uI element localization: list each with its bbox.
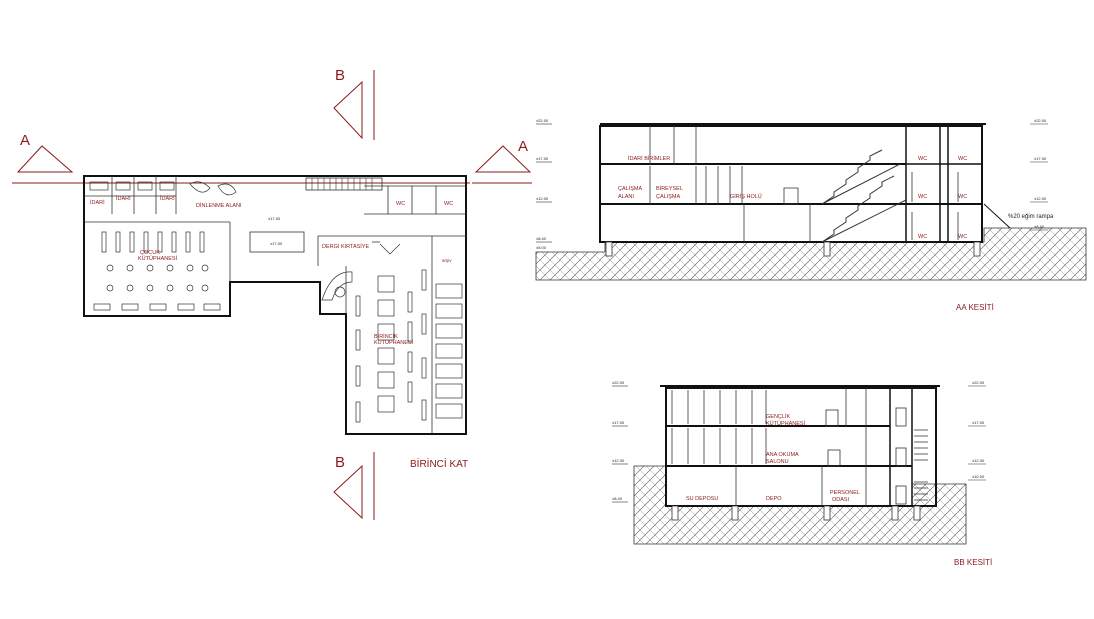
reception-desk	[249, 231, 305, 253]
bb-label-genclik: GENÇLİK	[766, 413, 790, 420]
bb-level-left: ±12.00	[612, 458, 625, 463]
aa-level-left: ±22.00	[536, 118, 549, 123]
aa-level-left: ±12.00	[536, 196, 549, 201]
bb-label-genclik-2: KÜTÜPHANESİ	[766, 420, 806, 427]
plan-stairs	[305, 177, 383, 191]
section-marker-b-top	[333, 80, 363, 140]
aa-level-right: ±12.00	[1034, 196, 1047, 201]
room-label-dergi: DERGİ KIRTASİYE	[322, 243, 370, 250]
room-label-idari-3: İDARİ	[160, 195, 175, 202]
floor-plan: A A B B ±17.00 ±17.00	[12, 67, 532, 520]
bb-label-anaokuma-2: SALONU	[766, 459, 789, 465]
aa-label-bireysel: BİREYSEL	[656, 185, 683, 192]
room-label-idari-2: İDARİ	[116, 195, 131, 202]
children-library-furniture	[93, 231, 221, 311]
bb-level-right: ±17.00	[972, 420, 985, 425]
plan-title: BİRİNCİ KAT	[410, 457, 468, 470]
room-label-cocuk: ÇOCUK	[140, 250, 160, 256]
aa-ground	[535, 227, 1087, 281]
section-marker-a-right-label: A	[518, 138, 528, 155]
bb-level-left: ±8.40	[612, 496, 623, 501]
aa-label-calisma: ÇALIŞMA	[618, 186, 642, 192]
section-marker-b-bottom-label: B	[335, 454, 345, 471]
aa-label-idari: İDARİ BİRİMLER	[628, 155, 670, 162]
aa-label-giris: GİRİŞ HOLÜ	[730, 193, 762, 200]
aa-building	[599, 125, 983, 243]
aa-label-bireysel-2: ÇALIŞMA	[656, 194, 680, 200]
room-label-kitap-2: KÜTÜPHANESİ	[374, 339, 414, 346]
aa-label-wc-bot-1: WC	[918, 234, 927, 240]
bb-label-personel-2: ODASI	[832, 497, 850, 503]
room-label-idari-1: İDARİ	[90, 199, 105, 206]
bb-level-right: ±12.00	[972, 458, 985, 463]
bb-level-left: ±22.00	[612, 380, 625, 385]
section-marker-a-left	[16, 145, 74, 173]
section-aa: İDARİ BİRİMLER ÇALIŞMA ALANI BİREYSEL ÇA…	[535, 118, 1087, 312]
aa-level-left: ±17.00	[536, 156, 549, 161]
aa-level-right: ±8.40	[1034, 224, 1045, 229]
room-label-kitap: BİRİNCİK	[374, 333, 398, 340]
aa-label-rampa: %20 eğim rampa	[1008, 214, 1054, 220]
aa-label-wc-mid-2: WC	[958, 194, 967, 200]
section-marker-a-left-label: A	[20, 132, 30, 149]
room-label-dinlenme: DİNLENME ALANI	[196, 202, 242, 209]
aa-level-left: ±8.40	[536, 236, 547, 241]
plan-level-lower: ±17.00	[270, 241, 283, 246]
bb-level-markers-right: ±22.00 ±17.00 ±12.00 ±10.00	[968, 380, 986, 481]
section-marker-a-right	[474, 145, 532, 173]
room-label-wc-1: WC	[396, 201, 405, 207]
aa-label-wc-bot-2: WC	[958, 234, 967, 240]
aa-title: AA KESİTİ	[956, 303, 994, 312]
section-bb: GENÇLİK KÜTÜPHANESİ ANA OKUMA SALONU SU …	[612, 380, 992, 567]
aa-level-right: ±22.00	[1034, 118, 1047, 123]
bb-label-anaokuma: ANA OKUMA	[766, 452, 799, 458]
aa-label-calisma-2: ALANI	[618, 194, 634, 200]
section-marker-b-top-label: B	[335, 67, 345, 84]
bb-label-personel: PERSONEL	[830, 490, 860, 496]
room-label-cocuk-2: KÜTÜPHANESİ	[138, 255, 178, 262]
room-label-wc-2: WC	[444, 201, 453, 207]
bb-level-markers-left: ±22.00 ±17.00 ±12.00 ±8.40	[612, 380, 628, 503]
plan-outer-wall	[83, 175, 467, 435]
aa-label-wc-top-2: WC	[958, 156, 967, 162]
aa-level-markers-left: ±22.00 ±17.00 ±12.00 ±8.40 ±5.00	[536, 118, 552, 250]
aa-label-wc-mid-1: WC	[918, 194, 927, 200]
bb-level-right: ±10.00	[972, 474, 985, 479]
aa-label-wc-top-1: WC	[918, 156, 927, 162]
aa-level-left: ±5.00	[536, 245, 547, 250]
office-furniture	[89, 181, 237, 196]
section-marker-b-bottom	[333, 464, 363, 520]
bb-level-left: ±17.00	[612, 420, 625, 425]
bb-building	[665, 387, 937, 507]
aa-level-markers-right: ±22.00 ±17.00 ±12.00 ±8.40	[1030, 118, 1048, 231]
aa-level-right: ±17.00	[1034, 156, 1047, 161]
bb-label-depo: DEPO	[766, 496, 782, 502]
bb-title: BB KESİTİ	[954, 558, 992, 567]
reading-lounge	[321, 271, 353, 301]
bb-level-right: ±22.00	[972, 380, 985, 385]
adult-library-furniture	[355, 241, 463, 423]
plan-level-upper: ±17.00	[268, 216, 281, 221]
bb-label-su-deposu: SU DEPOSU	[686, 496, 718, 502]
room-label-arsiv: arşiv	[442, 258, 452, 263]
